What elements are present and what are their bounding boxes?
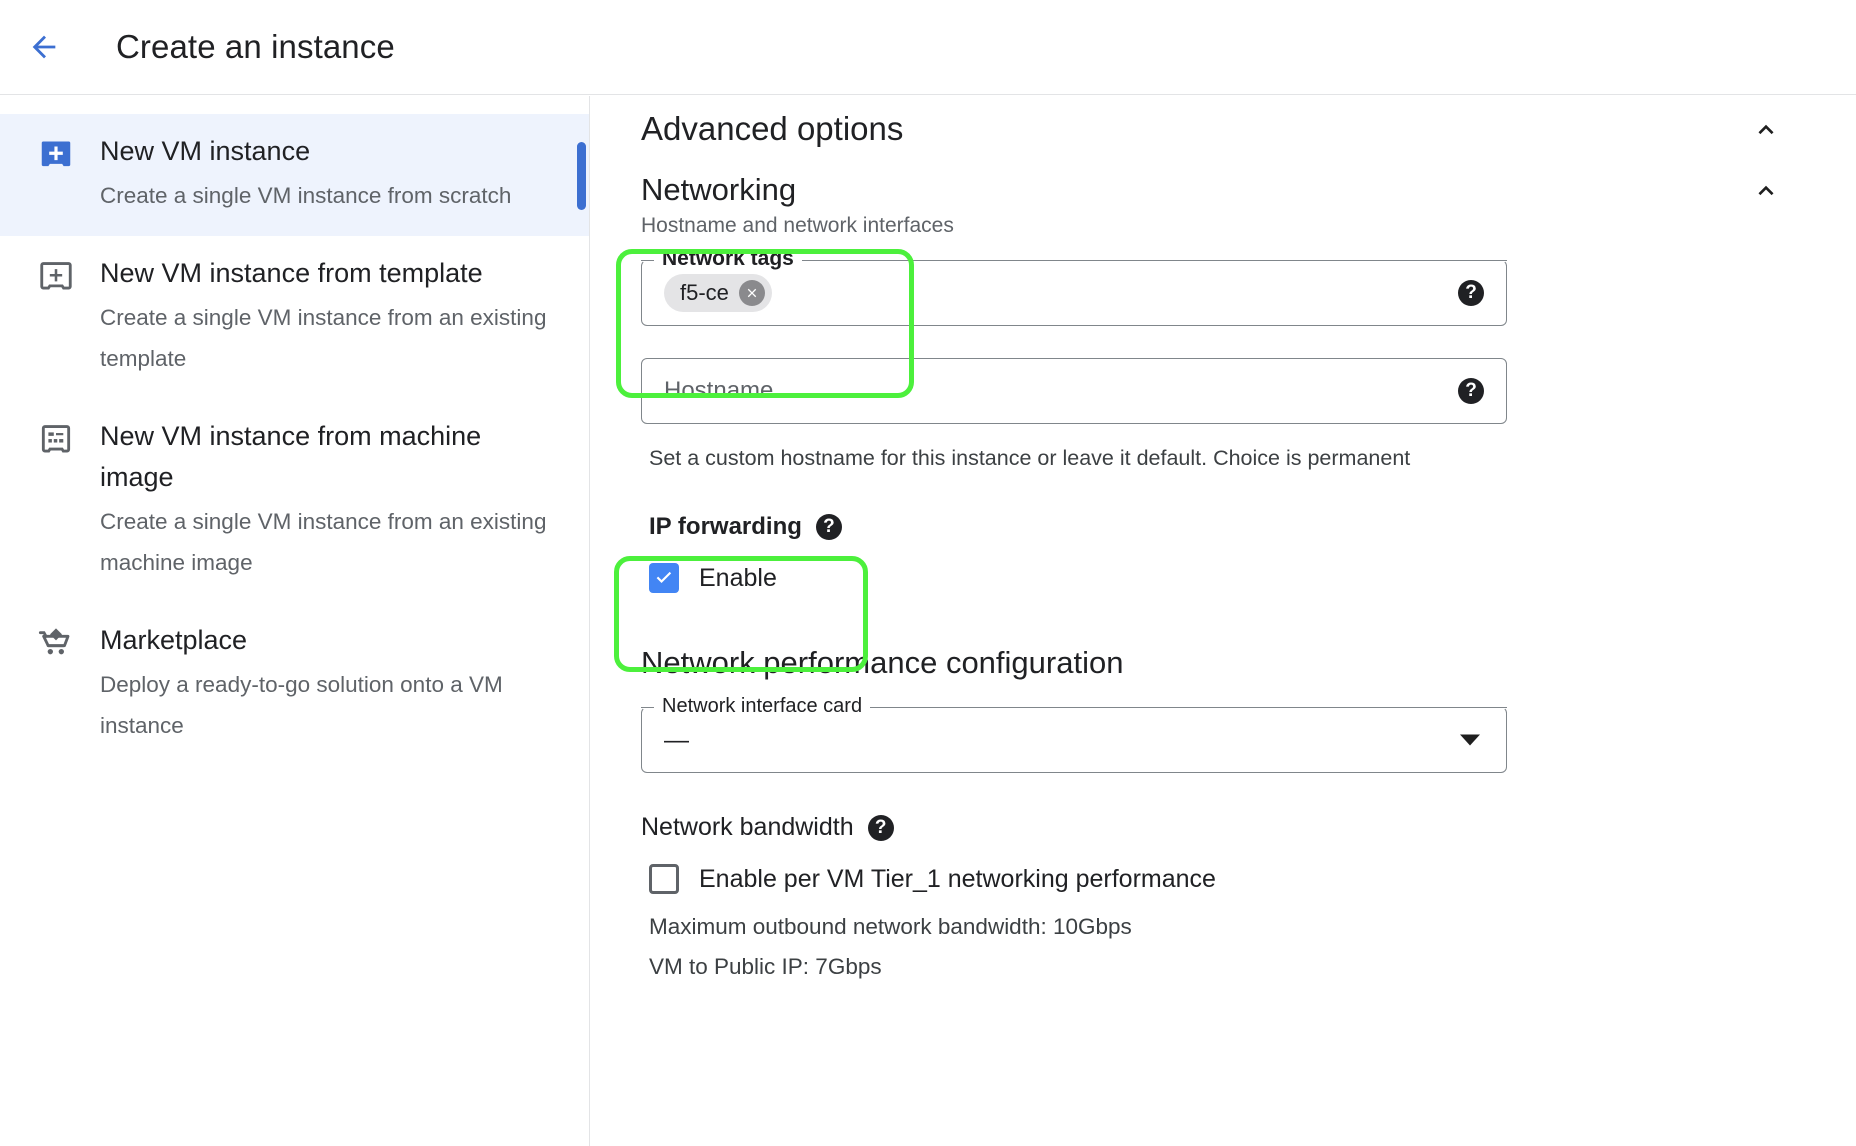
sidebar-item-title: New VM instance (100, 136, 311, 166)
arrow-left-icon (32, 35, 56, 59)
marketplace-cart-icon (36, 624, 76, 666)
back-button[interactable] (16, 19, 72, 75)
network-bandwidth-group: Network bandwidth ? Enable per VM Tier_1… (591, 813, 1856, 980)
network-tag-chip[interactable]: f5-ce (664, 274, 772, 312)
max-outbound-bandwidth-text: Maximum outbound network bandwidth: 10Gb… (649, 914, 1132, 939)
networking-subtitle: Hostname and network interfaces (641, 214, 954, 237)
main-panel: Advanced options Networking Hostname and… (591, 96, 1856, 1146)
vm-instance-add-icon (36, 135, 76, 177)
ip-forwarding-help-icon[interactable]: ? (815, 514, 842, 540)
ip-forwarding-group: IP forwarding ? Enable (591, 513, 1856, 593)
sidebar-item-desc: Create a single VM instance from an exis… (100, 305, 547, 371)
sidebar-item-new-vm-from-machine-image[interactable]: New VM instance from machine image Creat… (0, 399, 589, 603)
sidebar-item-title: New VM instance from template (100, 258, 483, 288)
chip-remove-icon[interactable] (738, 280, 765, 306)
vm-template-add-icon (36, 257, 76, 299)
ip-forwarding-enable-checkbox[interactable] (649, 563, 679, 593)
advanced-options-collapse-chevron-up-icon[interactable] (1748, 111, 1784, 147)
hostname-help-icon[interactable]: ? (1458, 378, 1484, 404)
network-tags-notch: Network tags (641, 246, 1507, 272)
hostname-helper-text: Set a custom hostname for this instance … (649, 446, 1411, 470)
advanced-options-title: Advanced options (641, 110, 904, 147)
network-performance-title: Network performance configuration (641, 645, 1124, 680)
ip-forwarding-label: IP forwarding (649, 513, 802, 540)
networking-collapse-chevron-up-icon[interactable] (1748, 172, 1784, 208)
machine-image-icon (36, 420, 76, 462)
page-title: Create an instance (116, 28, 395, 65)
nic-notch: Network interface card (641, 693, 1507, 719)
network-tags-field[interactable]: Network tags f5-ce ? (641, 246, 1507, 326)
networking-header[interactable]: Networking (591, 172, 1856, 208)
network-bandwidth-label-row: Network bandwidth ? (641, 813, 1856, 842)
sidebar-item-new-vm-from-template[interactable]: New VM instance from template Create a s… (0, 236, 589, 399)
hostname-input[interactable]: Hostname (664, 377, 774, 404)
ip-forwarding-enable-row[interactable]: Enable (649, 563, 1856, 593)
tier1-networking-label: Enable per VM Tier_1 networking performa… (699, 864, 1216, 893)
network-interface-card-select[interactable]: Network interface card — (641, 693, 1507, 773)
selected-indicator (577, 142, 586, 210)
networking-title: Networking (641, 172, 797, 207)
tier1-networking-row[interactable]: Enable per VM Tier_1 networking performa… (641, 864, 1856, 894)
sidebar-item-marketplace[interactable]: Marketplace Deploy a ready-to-go solutio… (0, 603, 589, 766)
network-tags-label: Network tags (660, 246, 796, 272)
chevron-down-icon[interactable] (1460, 734, 1480, 746)
sidebar-item-desc: Deploy a ready-to-go solution onto a VM … (100, 672, 503, 738)
sidebar-item-desc: Create a single VM instance from scratch (100, 183, 512, 208)
network-tag-chip-label: f5-ce (680, 280, 729, 305)
sidebar-item-title: Marketplace (100, 625, 248, 655)
vm-to-public-ip-text: VM to Public IP: 7Gbps (649, 954, 882, 979)
sidebar-item-new-vm-instance[interactable]: New VM instance Create a single VM insta… (0, 114, 589, 236)
network-bandwidth-help-icon[interactable]: ? (867, 814, 894, 841)
advanced-options-header[interactable]: Advanced options (591, 110, 1856, 148)
hostname-field[interactable]: Hostname ? (641, 358, 1507, 424)
network-interface-card-label: Network interface card (660, 693, 865, 719)
tier1-networking-checkbox[interactable] (649, 864, 679, 894)
network-tags-help-icon[interactable]: ? (1458, 280, 1484, 306)
ip-forwarding-label-row: IP forwarding ? (649, 513, 1856, 541)
network-bandwidth-label: Network bandwidth (641, 813, 854, 841)
app-header: Create an instance (0, 0, 1856, 95)
creation-method-sidebar: New VM instance Create a single VM insta… (0, 96, 590, 1146)
sidebar-item-title: New VM instance from machine image (100, 421, 482, 492)
sidebar-item-desc: Create a single VM instance from an exis… (100, 509, 547, 575)
network-interface-card-value: — (664, 725, 689, 754)
ip-forwarding-enable-label: Enable (699, 563, 777, 592)
